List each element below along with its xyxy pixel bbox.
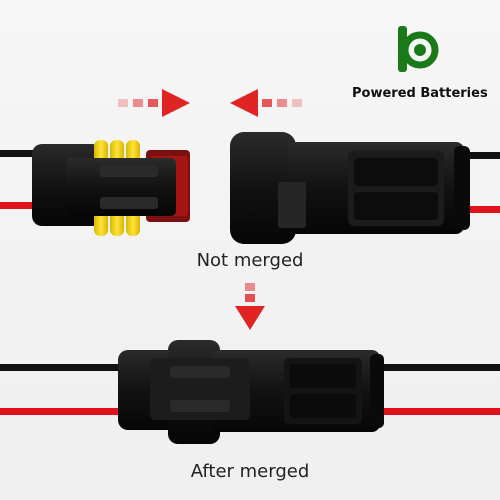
caption-not-merged: Not merged [196,250,304,271]
female-connector [230,132,500,244]
wire-black [462,152,500,159]
wire-black [372,364,500,371]
merged-connector [0,340,500,444]
male-connector [0,140,190,236]
latch-slot [278,182,306,228]
arrow-right-icon [118,89,190,117]
arrow-down-icon [235,283,265,330]
wire-red [0,202,42,209]
wire-red [372,408,500,415]
b-circle-logo-icon [398,26,439,72]
wire-red [462,206,500,213]
arrow-left-icon [230,89,302,117]
wire-red [0,408,126,415]
wire-black [0,364,126,371]
wire-black [0,150,42,157]
caption-after-merged: After merged [190,461,310,482]
brand-name: Powered Batteries [352,86,488,101]
